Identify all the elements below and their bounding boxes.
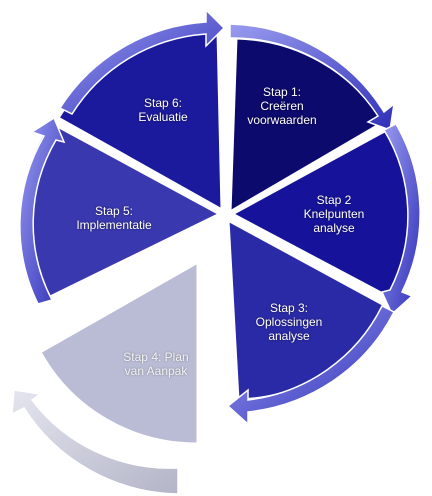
step-6-label: Stap 6: Evaluatie [138, 96, 188, 124]
step-4-label: Stap 4: Plan van Aanpak [123, 350, 189, 378]
step-2-label: Stap 2 Knelpunten analyse [303, 193, 365, 235]
step-1-label: Stap 1: Creëren voorwaarden [247, 85, 317, 127]
cycle-arrow-3-to-4 [226, 304, 396, 426]
step-3-label: Stap 3: Oplossingen analyse [255, 301, 323, 343]
cycle-arrow-5-to-6 [19, 116, 66, 305]
cycle-arrow-2-to-3 [380, 123, 421, 316]
segment-step-4 [37, 259, 200, 446]
cycle-arrow-6-to-1 [58, 8, 226, 115]
cycle-arrow-4-to-5 [11, 389, 179, 495]
cycle-arrow-1-to-2 [229, 23, 396, 132]
step-5-label: Stap 5: Implementatie [76, 204, 152, 232]
